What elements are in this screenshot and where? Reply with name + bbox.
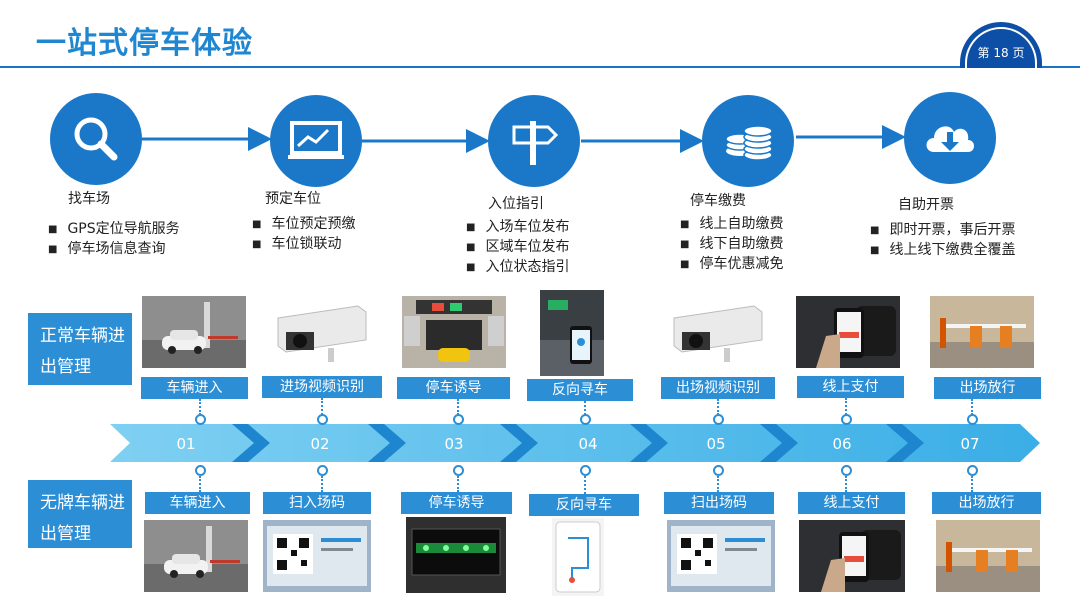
connector-dot bbox=[713, 414, 724, 425]
photo-parking-guidance bbox=[402, 296, 506, 368]
connector-top-07 bbox=[971, 399, 973, 415]
connector-dot bbox=[317, 414, 328, 425]
connector-dot bbox=[453, 414, 464, 425]
photo-entry-camera bbox=[268, 296, 372, 368]
list-item: 入场车位发布 bbox=[466, 218, 569, 238]
stage-top-parking-guidance: 停车诱导 bbox=[397, 377, 510, 399]
signpost-icon bbox=[488, 95, 580, 187]
list-item: 线下自助缴费 bbox=[680, 235, 783, 255]
cloud-download-icon bbox=[904, 92, 996, 184]
connector-top-01 bbox=[199, 399, 201, 415]
stage-top-reverse-car-search: 反向寻车 bbox=[527, 379, 633, 401]
timeline-band bbox=[0, 420, 1080, 466]
connector-dot bbox=[967, 465, 978, 476]
photo-exit-camera bbox=[664, 296, 768, 368]
list-item: 线上自助缴费 bbox=[680, 215, 783, 235]
stage-bottom-reverse-car-search: 反向寻车 bbox=[529, 494, 639, 516]
photo-car-entering-gate bbox=[144, 520, 248, 592]
connector-bottom-02 bbox=[321, 476, 323, 492]
photo-exit-barrier bbox=[930, 296, 1034, 368]
step-title-payment: 停车缴费 bbox=[690, 190, 746, 210]
stage-bottom-scan-exit-code: 扫出场码 bbox=[664, 492, 774, 514]
page-title: 一站式停车体验 bbox=[36, 18, 253, 62]
stage-bottom-scan-entry-code: 扫入场码 bbox=[263, 492, 371, 514]
list-item: 停车场信息查询 bbox=[48, 240, 180, 260]
page-number-badge: 第 18 页 bbox=[960, 22, 1042, 68]
list-item: 车位锁联动 bbox=[252, 235, 355, 255]
connector-dot bbox=[195, 465, 206, 476]
stage-top-vehicle-entry: 车辆进入 bbox=[141, 377, 248, 399]
step-title-find-lot: 找车场 bbox=[68, 188, 110, 208]
stage-top-exit-release: 出场放行 bbox=[934, 377, 1041, 399]
connector-dot bbox=[580, 465, 591, 476]
timeline-step-03: 03 bbox=[434, 435, 474, 453]
photo-online-payment bbox=[796, 296, 900, 368]
stage-bottom-exit-release: 出场放行 bbox=[932, 492, 1041, 514]
step-list-reserve: 车位预定预缴 车位锁联动 bbox=[252, 215, 355, 255]
coins-icon bbox=[702, 95, 794, 187]
stage-top-online-payment: 线上支付 bbox=[797, 376, 904, 398]
list-item: 停车优惠减免 bbox=[680, 255, 783, 275]
stage-top-exit-video-recognition: 出场视频识别 bbox=[661, 377, 775, 399]
connector-dot bbox=[841, 414, 852, 425]
timeline-step-04: 04 bbox=[568, 435, 608, 453]
row-label-unplated-vehicles: 无牌车辆进出管理 bbox=[28, 480, 132, 548]
list-item: 入位状态指引 bbox=[466, 258, 569, 278]
step-list-invoice: 即时开票，事后开票 线上线下缴费全覆盖 bbox=[870, 221, 1015, 261]
connector-dot bbox=[195, 414, 206, 425]
timeline-step-05: 05 bbox=[696, 435, 736, 453]
photo-exit-barrier bbox=[936, 520, 1040, 592]
connector-dot bbox=[580, 414, 591, 425]
connector-top-06 bbox=[845, 398, 847, 415]
page-number: 第 18 页 bbox=[960, 44, 1042, 61]
stage-bottom-parking-guidance: 停车诱导 bbox=[401, 492, 512, 514]
connector-dot bbox=[453, 465, 464, 476]
row-label-normal-vehicles: 正常车辆进出管理 bbox=[28, 313, 132, 385]
step-title-guide: 入位指引 bbox=[488, 193, 544, 213]
photo-car-entering-gate bbox=[142, 296, 246, 368]
timeline-step-01: 01 bbox=[166, 435, 206, 453]
list-item: 线上线下缴费全覆盖 bbox=[870, 241, 1015, 261]
connector-bottom-07 bbox=[971, 476, 973, 492]
connector-bottom-06 bbox=[845, 476, 847, 492]
photo-exit-qr-code bbox=[667, 520, 775, 592]
step-title-invoice: 自助开票 bbox=[898, 194, 954, 214]
search-icon bbox=[50, 93, 142, 185]
connector-dot bbox=[967, 414, 978, 425]
connector-bottom-01 bbox=[199, 476, 201, 492]
step-title-reserve: 预定车位 bbox=[265, 188, 321, 208]
stage-bottom-online-payment: 线上支付 bbox=[798, 492, 905, 514]
timeline-step-02: 02 bbox=[300, 435, 340, 453]
stage-top-entry-video-recognition: 进场视频识别 bbox=[262, 376, 382, 398]
stage-bottom-vehicle-entry: 车辆进入 bbox=[145, 492, 250, 514]
connector-bottom-05 bbox=[717, 476, 719, 492]
connector-top-04 bbox=[584, 401, 586, 415]
monitor-chart-icon bbox=[270, 95, 362, 187]
header-rule bbox=[0, 66, 1080, 68]
connector-top-05 bbox=[717, 399, 719, 415]
timeline-step-07: 07 bbox=[950, 435, 990, 453]
connector-dot bbox=[841, 465, 852, 476]
list-item: 车位预定预缴 bbox=[252, 215, 355, 235]
connector-dot bbox=[713, 465, 724, 476]
photo-phone-map-search bbox=[552, 518, 604, 596]
photo-online-payment bbox=[799, 520, 905, 592]
connector-top-02 bbox=[321, 398, 323, 415]
connector-bottom-04 bbox=[584, 476, 586, 494]
photo-entry-qr-code bbox=[263, 520, 371, 592]
photo-led-guidance-display bbox=[406, 517, 506, 593]
step-list-payment: 线上自助缴费 线下自助缴费 停车优惠减免 bbox=[680, 215, 783, 275]
photo-reverse-car-search bbox=[540, 290, 604, 376]
step-list-guide: 入场车位发布 区域车位发布 入位状态指引 bbox=[466, 218, 569, 278]
list-item: 区域车位发布 bbox=[466, 238, 569, 258]
connector-bottom-03 bbox=[457, 476, 459, 492]
step-list-find-lot: GPS定位导航服务 停车场信息查询 bbox=[48, 220, 180, 260]
connector-dot bbox=[317, 465, 328, 476]
timeline-step-06: 06 bbox=[822, 435, 862, 453]
list-item: 即时开票，事后开票 bbox=[870, 221, 1015, 241]
list-item: GPS定位导航服务 bbox=[48, 220, 180, 240]
connector-top-03 bbox=[457, 399, 459, 415]
